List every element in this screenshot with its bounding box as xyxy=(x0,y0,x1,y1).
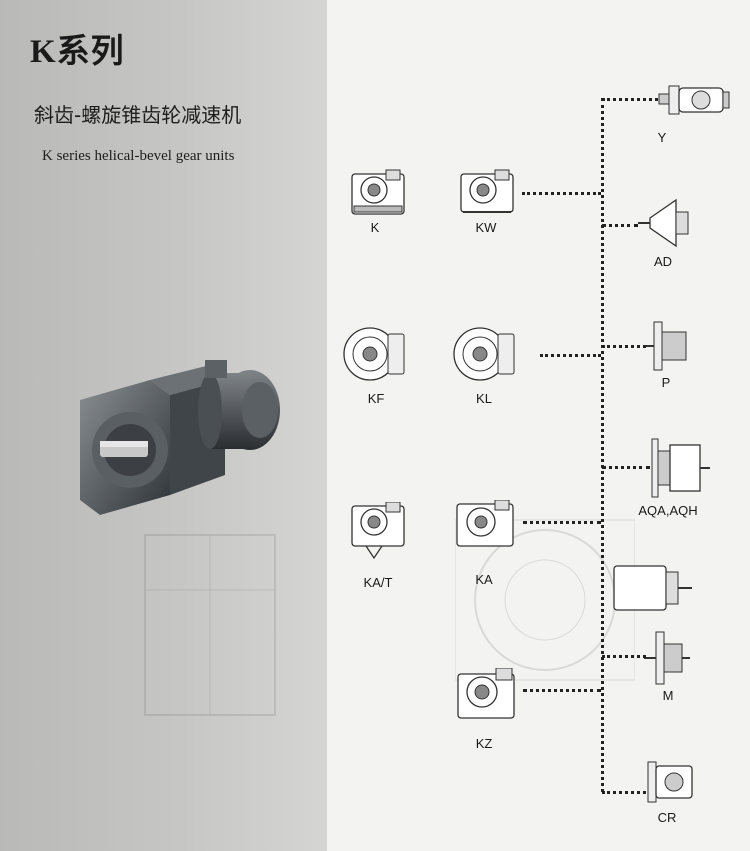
unit-drawing-kf xyxy=(342,326,408,382)
unit-drawing-kz xyxy=(456,668,516,722)
connector-p xyxy=(602,345,646,348)
unit-label-k: K xyxy=(370,220,380,235)
input-drawing-m-upper xyxy=(610,562,694,614)
connector-y xyxy=(602,98,658,101)
subtitle-chinese: 斜齿-螺旋锥齿轮减速机 xyxy=(34,103,242,127)
connector-ad xyxy=(602,224,638,227)
input-drawing-m xyxy=(644,630,690,686)
input-label-ad: AD xyxy=(653,254,673,269)
connector-aqa xyxy=(602,466,650,469)
input-drawing-ad xyxy=(636,196,696,250)
input-drawing-y xyxy=(655,80,735,120)
input-label-y: Y xyxy=(657,130,667,145)
input-label-cr: CR xyxy=(657,810,677,825)
unit-drawing-kat xyxy=(350,502,406,562)
connector-ka xyxy=(523,521,601,524)
unit-drawing-ka xyxy=(455,500,515,552)
unit-drawing-k xyxy=(350,168,406,216)
unit-drawing-kl xyxy=(452,326,518,382)
connector-vertical xyxy=(601,98,604,792)
connector-m xyxy=(602,655,646,658)
unit-drawing-kw xyxy=(459,168,515,216)
page-title: K系列 xyxy=(30,34,125,70)
connector-kw xyxy=(522,192,601,195)
right-panel xyxy=(327,0,750,851)
unit-label-kl: KL xyxy=(476,391,492,406)
input-drawing-aqa xyxy=(646,437,712,499)
unit-label-kat: KA/T xyxy=(363,575,393,590)
gear-motor-photo xyxy=(60,355,290,525)
unit-label-kz: KZ xyxy=(475,736,493,751)
input-label-p: P xyxy=(661,375,671,390)
subtitle-english: K series helical-bevel gear units xyxy=(42,148,235,164)
connector-cr xyxy=(602,791,646,794)
input-label-m: M xyxy=(662,688,674,703)
unit-label-kw: KW xyxy=(475,220,497,235)
input-drawing-p xyxy=(644,320,694,372)
unit-label-ka: KA xyxy=(475,572,493,587)
input-drawing-cr xyxy=(644,758,698,806)
ghost-drawing-left xyxy=(140,530,280,720)
connector-kl xyxy=(540,354,601,357)
input-label-aqa: AQA,AQH xyxy=(638,503,698,518)
connector-kz xyxy=(523,689,601,692)
unit-label-kf: KF xyxy=(367,391,385,406)
